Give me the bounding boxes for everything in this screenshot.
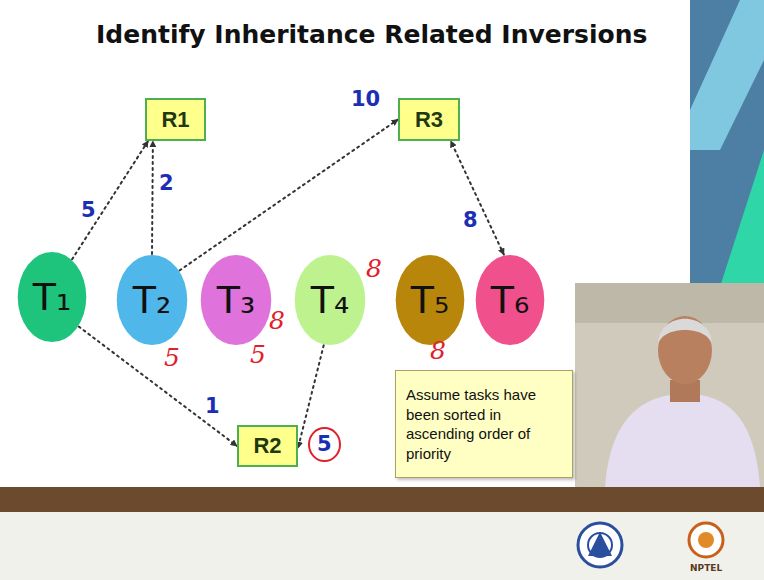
priority-annotation: 8 [430,338,446,363]
footer-ground [0,512,764,580]
priority-annotation: 5 [164,345,180,370]
resource-name: R1 [161,107,189,133]
task-ellipse: T₅ [395,254,465,346]
request-arrow [451,141,504,255]
ellipse-shape [18,252,87,342]
request-arrow [79,327,237,446]
task-ellipse: T₄ [294,254,366,346]
resource-box: R3 [398,98,460,141]
task-ellipse: T₆ [475,254,545,346]
request-arrow [180,120,398,271]
edge-weight: 10 [351,89,380,110]
node-text-group: T₅ [411,278,449,322]
edge-weight: 8 [463,210,478,231]
note-text: Assume tasks have been sorted in ascendi… [406,385,546,463]
ellipse-shape [476,255,545,345]
resource-name: R2 [253,433,281,459]
edge-weight: 2 [159,173,174,194]
priority-annotation: 8 [366,256,382,281]
node-text-group: T₂ [133,278,171,322]
node-text-group: T₄ [311,278,349,322]
node-text-group: T₁ [33,275,71,319]
logo-caption: NPTEL [690,564,722,573]
task-name: T₅ [411,278,449,322]
institute-logo [578,523,622,567]
note-box: Assume tasks have been sorted in ascendi… [395,370,573,478]
ellipse-shape [396,255,465,345]
slide-title: Identify Inheritance Related Inversions [96,20,647,49]
task-name: T₄ [311,278,349,322]
node-text-group: T₃ [217,278,255,322]
task-name: T₃ [217,278,255,322]
task-ellipse: T₂ [116,254,188,346]
request-arrow [151,141,154,254]
ellipse-shape [295,255,366,345]
edge-weight: 1 [205,396,220,417]
node-text-group: R2 [253,433,281,459]
node-text-group: R1 [161,107,189,133]
priority-annotation: 5 [250,342,266,367]
node-text-group: R3 [415,107,443,133]
resource-box: R1 [145,98,206,141]
node-text-group: T₆ [491,278,529,322]
resource-box: R2 [237,425,298,467]
edge-weight: 5 [81,200,96,221]
ellipse-shape [201,255,272,345]
request-arrow [72,141,148,259]
resource-name: R3 [415,107,443,133]
presenter-video [575,283,764,487]
side-stripe [690,0,764,150]
task-ellipse: T₁ [17,251,87,343]
task-name: T₂ [133,278,171,322]
task-ellipse: T₃ [200,254,272,346]
node-text-group: Assume tasks have been sorted in ascendi… [406,385,546,463]
task-name: T₁ [33,275,71,319]
nptel-logo [689,523,723,557]
edge-weight: 5 [308,427,341,462]
priority-annotation: 8 [269,308,285,333]
footer-bar [0,487,764,512]
task-name: T₆ [491,278,529,322]
ellipse-shape [117,255,188,345]
